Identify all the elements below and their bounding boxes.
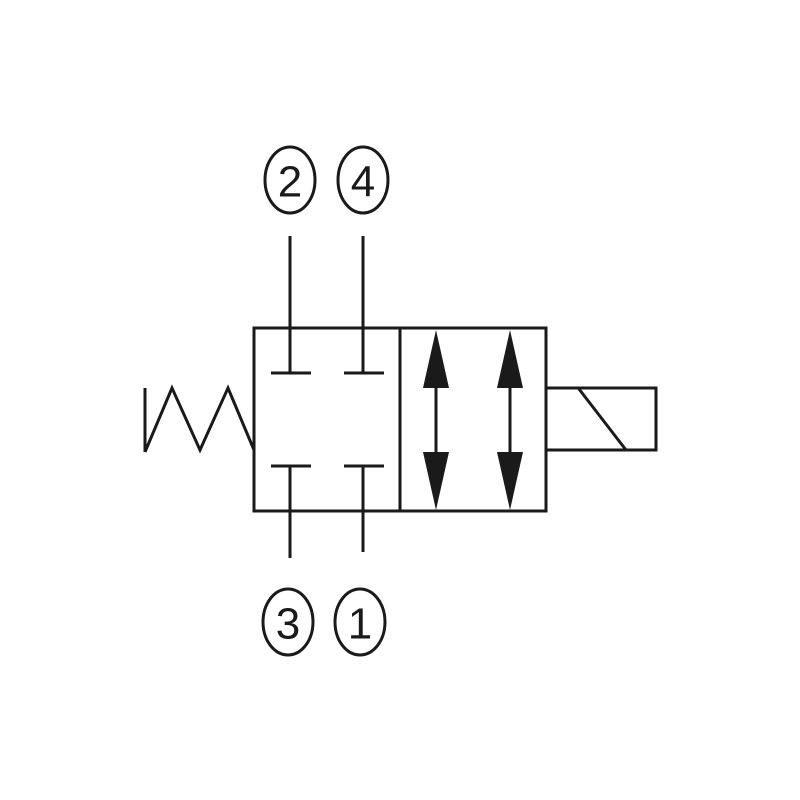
double-arrow-icon (423, 330, 449, 510)
blocked-ports-envelope (271, 371, 384, 468)
svg-text:2: 2 (278, 158, 302, 207)
svg-text:1: 1 (348, 600, 372, 649)
svg-text:4: 4 (351, 158, 375, 207)
svg-text:3: 3 (276, 600, 300, 649)
port-label-2: 2 (263, 145, 317, 215)
double-arrow-icon (497, 330, 523, 510)
spring-zigzag (143, 384, 256, 454)
solenoid-icon (544, 386, 658, 452)
port-label-4: 4 (336, 145, 390, 215)
port-label-1: 1 (333, 587, 387, 657)
port-label-3: 3 (261, 587, 315, 657)
